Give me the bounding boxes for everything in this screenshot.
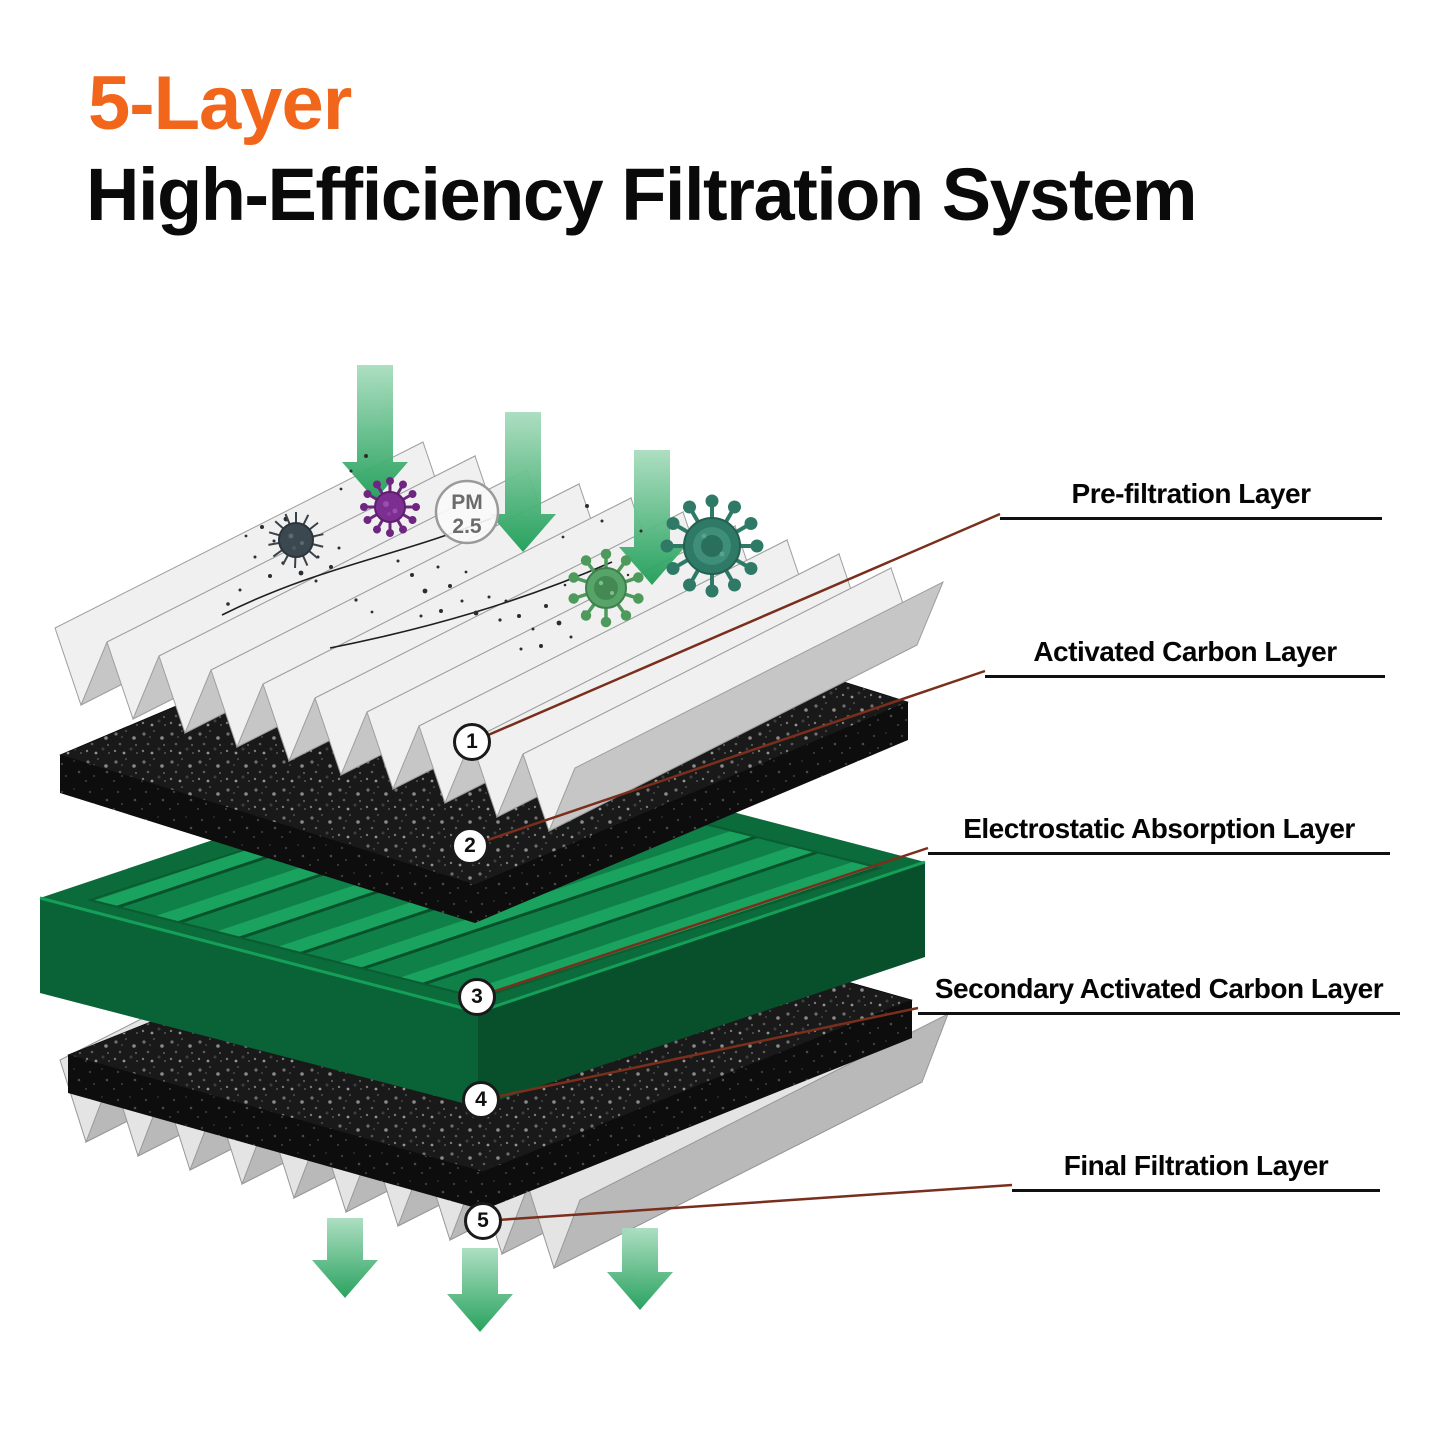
layer-marker-3: 3 — [458, 978, 496, 1016]
layer-marker-5: 5 — [464, 1202, 502, 1240]
label-underline — [928, 852, 1390, 855]
label-underline — [1000, 517, 1382, 520]
down-arrow-icon — [312, 1218, 378, 1298]
virus-icon — [360, 477, 420, 537]
layer-label-text: Pre-filtration Layer — [1071, 478, 1311, 509]
label-underline — [1012, 1189, 1380, 1192]
pm25-badge: PM 2.5 — [434, 479, 500, 545]
layer-label-text: Final Filtration Layer — [1063, 1150, 1329, 1181]
svg-text:PM: PM — [451, 491, 483, 514]
layer-label-1: Pre-filtration Layer — [1000, 478, 1382, 520]
down-arrow-icon — [490, 412, 556, 552]
layer-label-3: Electrostatic Absorption Layer — [928, 813, 1390, 855]
down-arrow-icon — [607, 1228, 673, 1310]
layer-label-text: Secondary Activated Carbon Layer — [934, 973, 1384, 1004]
virus-icon — [660, 494, 764, 598]
layer-marker-4: 4 — [462, 1081, 500, 1119]
virus-icon — [268, 512, 324, 569]
layer-marker-1: 1 — [453, 723, 491, 761]
down-arrow-icon — [342, 365, 408, 500]
page-title: High-Efficiency Filtration System — [86, 153, 1198, 236]
label-underline — [918, 1012, 1400, 1015]
label-underline — [985, 675, 1385, 678]
layer-label-text: Activated Carbon Layer — [1033, 636, 1337, 667]
title-accent: 5-Layer — [88, 61, 352, 146]
layer-marker-2: 2 — [451, 827, 489, 865]
down-arrow-icon — [447, 1248, 513, 1332]
layer-label-2: Activated Carbon Layer — [985, 636, 1385, 678]
down-arrow-icons-bottom — [312, 1218, 673, 1332]
layer-label-text: Electrostatic Absorption Layer — [963, 813, 1355, 844]
leader-lines — [469, 512, 1013, 1223]
layer-label-5: Final Filtration Layer — [1012, 1150, 1380, 1192]
layer-label-4: Secondary Activated Carbon Layer — [918, 973, 1400, 1015]
svg-text:2.5: 2.5 — [452, 515, 482, 538]
virus-icon — [568, 548, 644, 628]
